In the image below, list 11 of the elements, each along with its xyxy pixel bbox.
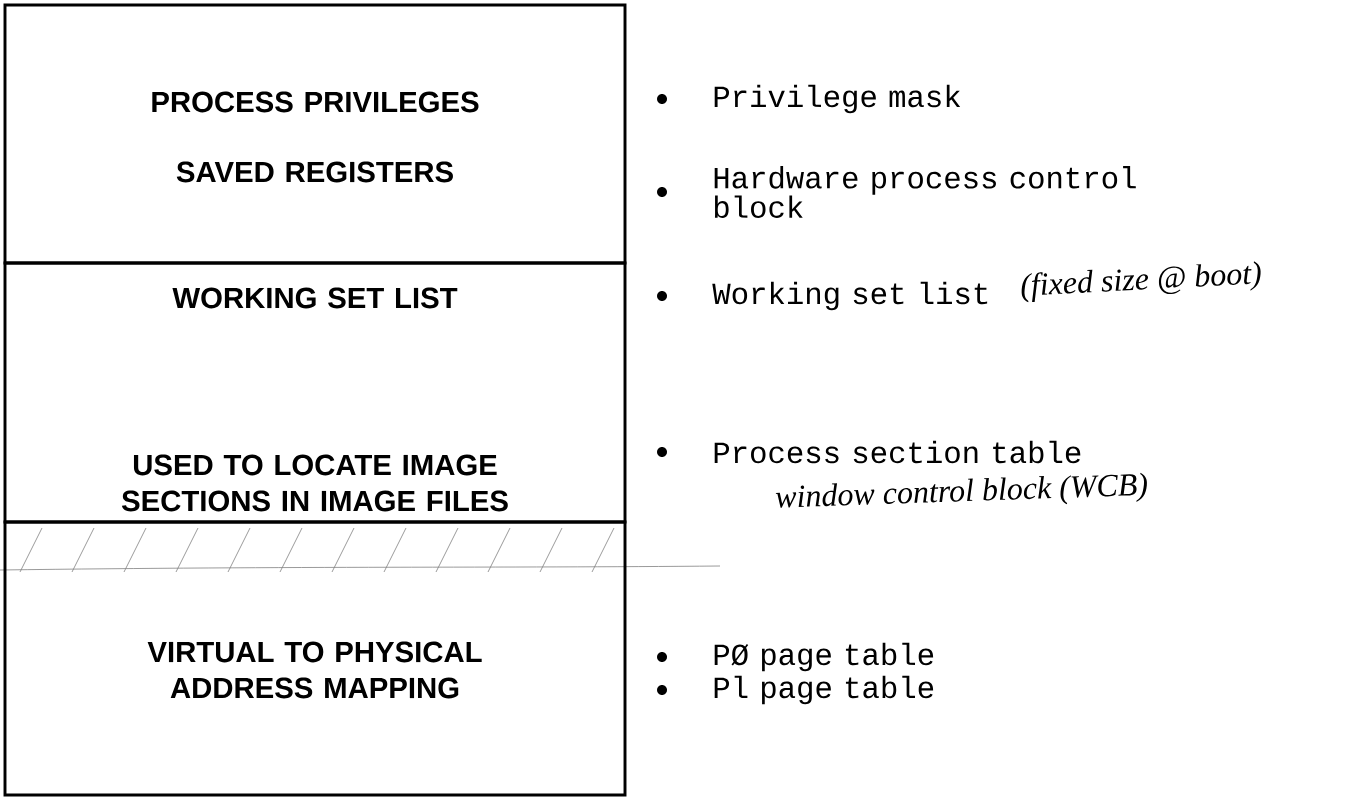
section-box: WORKING SET LIST USED TO LOCATE IMAGE SECTIONS IN IMAGE FILES [3,261,627,524]
list-item: Hardware process control block [714,166,1136,218]
list-item: Process section table [714,440,1081,464]
handwritten-note: (fixed size @ boot) [1021,261,1261,303]
list-item: PØ page table [714,642,934,672]
section-box: VIRTUAL TO PHYSICAL ADDRESS MAPPING [3,520,627,797]
section-box: PROCESS PRIVILEGES SAVED REGISTERS [3,3,627,265]
list-item: Privilege mask [714,84,961,114]
list-item: Working set list [712,281,988,311]
handwritten-note: window control block (WCB) [775,472,1147,508]
list-item: Pl page table [714,675,934,705]
